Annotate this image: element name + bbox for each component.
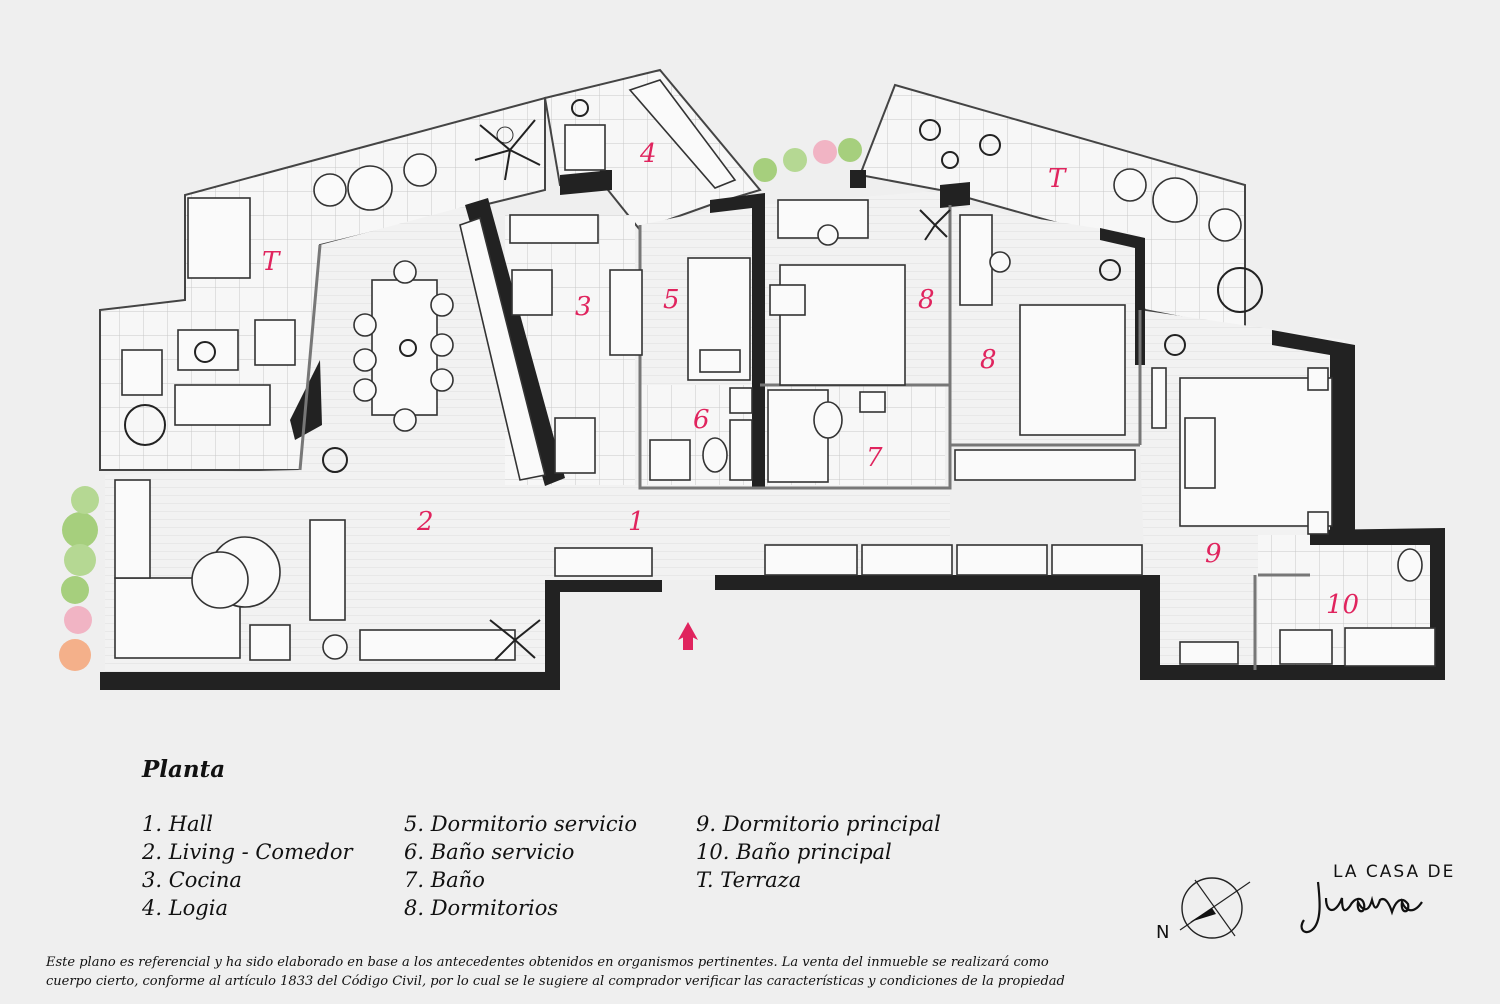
disclaimer-text: Este plano es referencial y ha sido elab…	[46, 953, 1086, 991]
label-room-3: 3	[575, 292, 592, 322]
legend-column-1: 1. Hall 2. Living - Comedor 3. Cocina 4.…	[142, 810, 353, 922]
label-room-5: 5	[663, 285, 680, 315]
legend-item: 6. Baño servicio	[404, 840, 575, 864]
legend-column-2: 5. Dormitorio servicio 6. Baño servicio …	[404, 810, 637, 922]
disclaimer-line-2: cuerpo cierto, conforme al artículo 1833…	[46, 974, 1065, 989]
legend-column-3: 9. Dormitorio principal 10. Baño princip…	[696, 810, 941, 894]
legend-item: 7. Baño	[404, 868, 485, 892]
legend-title: Planta	[142, 756, 226, 783]
compass-icon: N	[1156, 877, 1251, 943]
legend-item: T. Terraza	[696, 868, 802, 892]
brand-script-logo	[1300, 881, 1423, 934]
label-terrace-left: T	[262, 247, 281, 277]
label-room-10: 10	[1326, 590, 1359, 620]
floor-plan: T T 1 2 3 4 5 6 7 8 8 9 10	[59, 68, 1445, 690]
legend-item: 4. Logia	[142, 896, 228, 920]
legend-item: 1. Hall	[142, 812, 213, 836]
legend-item: 3. Cocina	[142, 868, 242, 892]
label-room-8b: 8	[980, 345, 997, 375]
label-room-7: 7	[866, 443, 883, 473]
legend-item: 9. Dormitorio principal	[696, 812, 941, 836]
label-room-9: 9	[1205, 539, 1222, 569]
legend-item: 2. Living - Comedor	[142, 840, 353, 864]
label-room-1: 1	[628, 507, 645, 537]
label-room-2: 2	[416, 507, 434, 537]
room-labels: T T 1 2 3 4 5 6 7 8 8 9 10	[262, 139, 1359, 620]
label-room-8a: 8	[918, 285, 935, 315]
label-room-4: 4	[639, 139, 657, 169]
label-room-6: 6	[693, 405, 710, 435]
terrace-left	[99, 68, 762, 471]
compass-north-letter: N	[1156, 922, 1169, 943]
plants	[59, 99, 1263, 671]
legend-item: 5. Dormitorio servicio	[404, 812, 637, 836]
disclaimer-line-1: Este plano es referencial y ha sido elab…	[46, 955, 1049, 970]
brand-name: LA CASA DE	[1333, 862, 1456, 882]
entrance-arrow-stem	[683, 632, 693, 650]
label-terrace-right: T	[1048, 164, 1067, 194]
legend-item: 10. Baño principal	[696, 840, 892, 864]
furniture	[114, 79, 1436, 667]
legend-item: 8. Dormitorios	[404, 896, 559, 920]
